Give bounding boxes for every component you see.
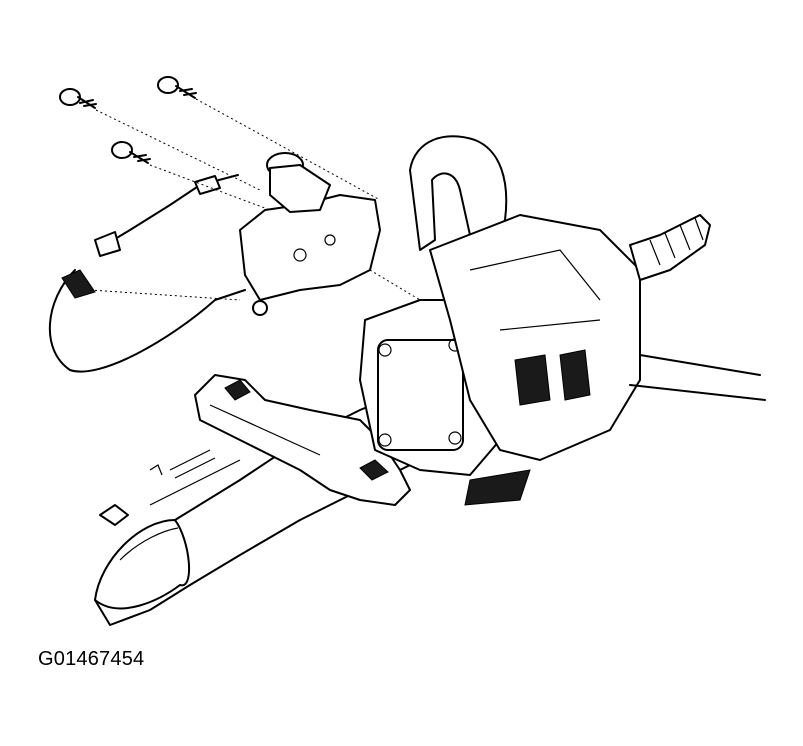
upper-shaft	[629, 214, 711, 281]
tilt-lock-mechanism	[409, 135, 641, 506]
figure-code: G01467454	[38, 648, 145, 670]
lower-mounting-bracket	[194, 374, 411, 506]
lower-clip	[99, 449, 216, 526]
alignment-lines	[89, 98, 421, 301]
right-tube	[629, 354, 766, 401]
cable-harness	[49, 174, 246, 373]
ignition-switch-module	[239, 152, 381, 316]
screw-2	[157, 76, 197, 99]
screw-3	[111, 141, 151, 164]
screw-1	[59, 88, 97, 109]
